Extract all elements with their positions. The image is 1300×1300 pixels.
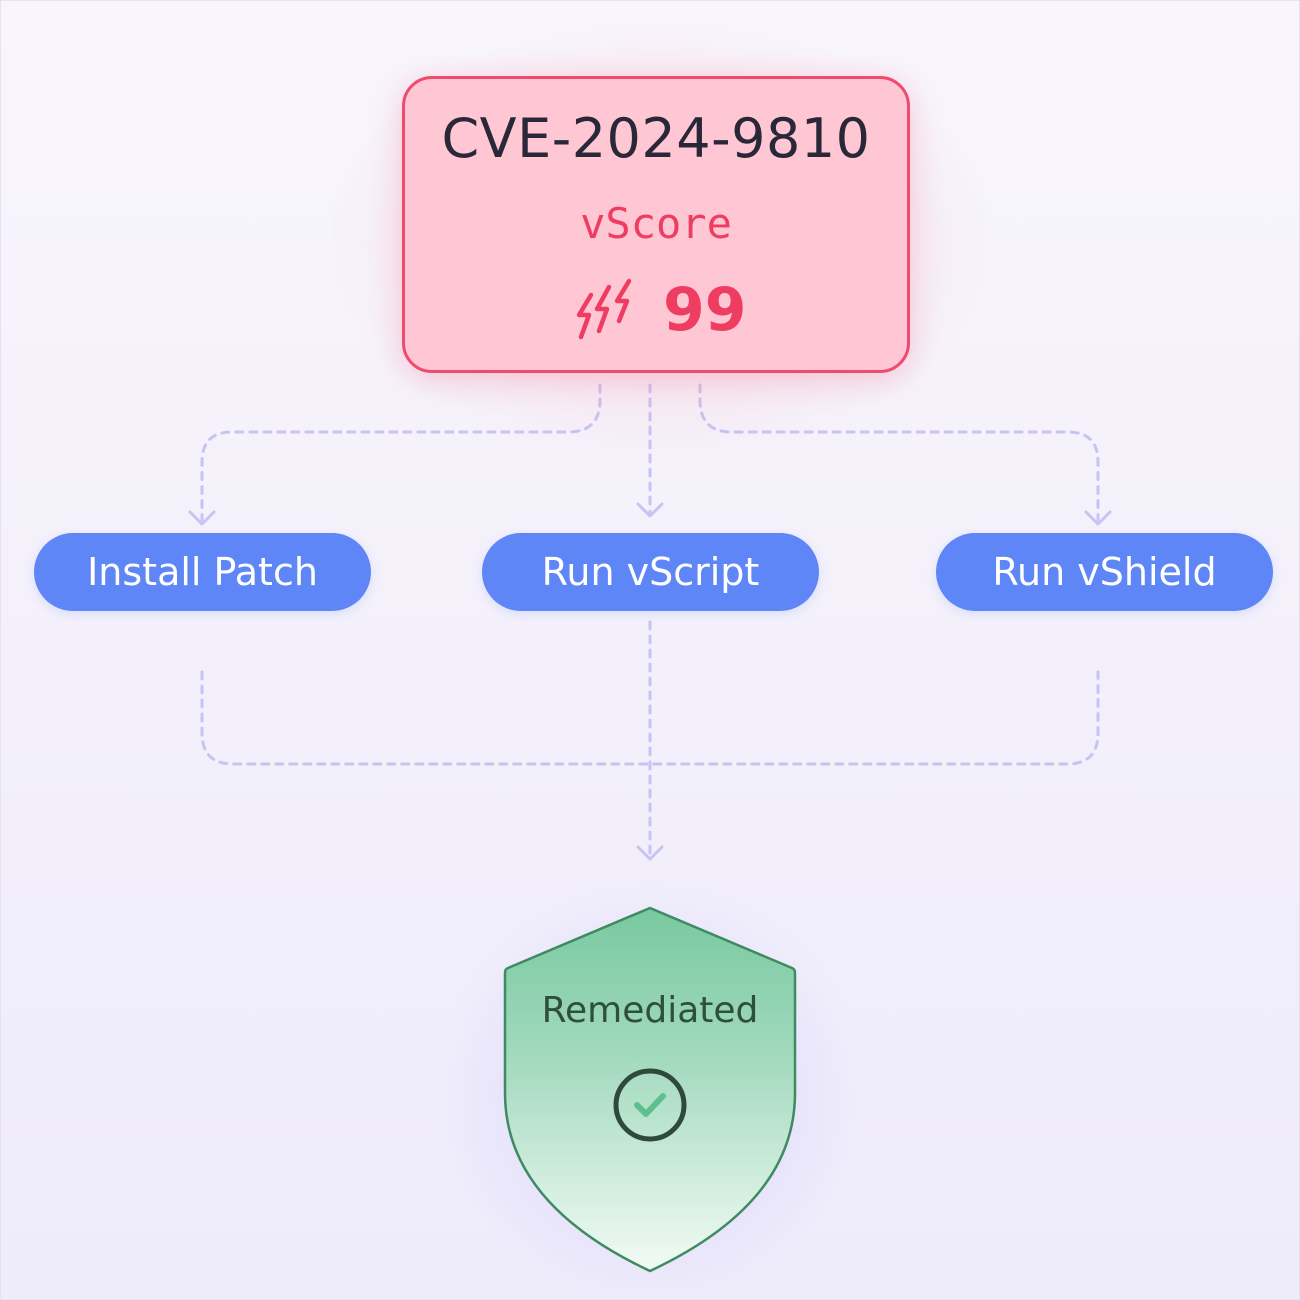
connector-install-to-merge bbox=[200, 670, 1100, 766]
arrowhead-vshield bbox=[1084, 510, 1112, 526]
arrowhead-vscript bbox=[636, 502, 664, 518]
vscore-label: vScore bbox=[580, 199, 732, 248]
run-vscript-button[interactable]: Run vScript bbox=[482, 533, 819, 611]
run-vshield-button[interactable]: Run vShield bbox=[936, 533, 1273, 611]
vscore-value: 99 bbox=[663, 275, 747, 345]
vscore-row: 99 bbox=[405, 275, 907, 345]
checkmark-circle-icon bbox=[613, 1068, 687, 1142]
arrowhead-shield bbox=[636, 845, 664, 861]
lightning-bolts-icon bbox=[576, 278, 632, 340]
connector-cve-to-vshield bbox=[698, 383, 1100, 522]
shield-icon bbox=[503, 906, 797, 1273]
install-patch-button[interactable]: Install Patch bbox=[34, 533, 371, 611]
connector-cve-to-install bbox=[200, 383, 602, 522]
cve-card[interactable]: CVE-2024-9810 vScore 99 bbox=[402, 76, 910, 373]
remediated-label: Remediated bbox=[541, 990, 759, 1031]
arrowhead-install bbox=[188, 510, 216, 526]
cve-id: CVE-2024-9810 bbox=[441, 107, 871, 170]
